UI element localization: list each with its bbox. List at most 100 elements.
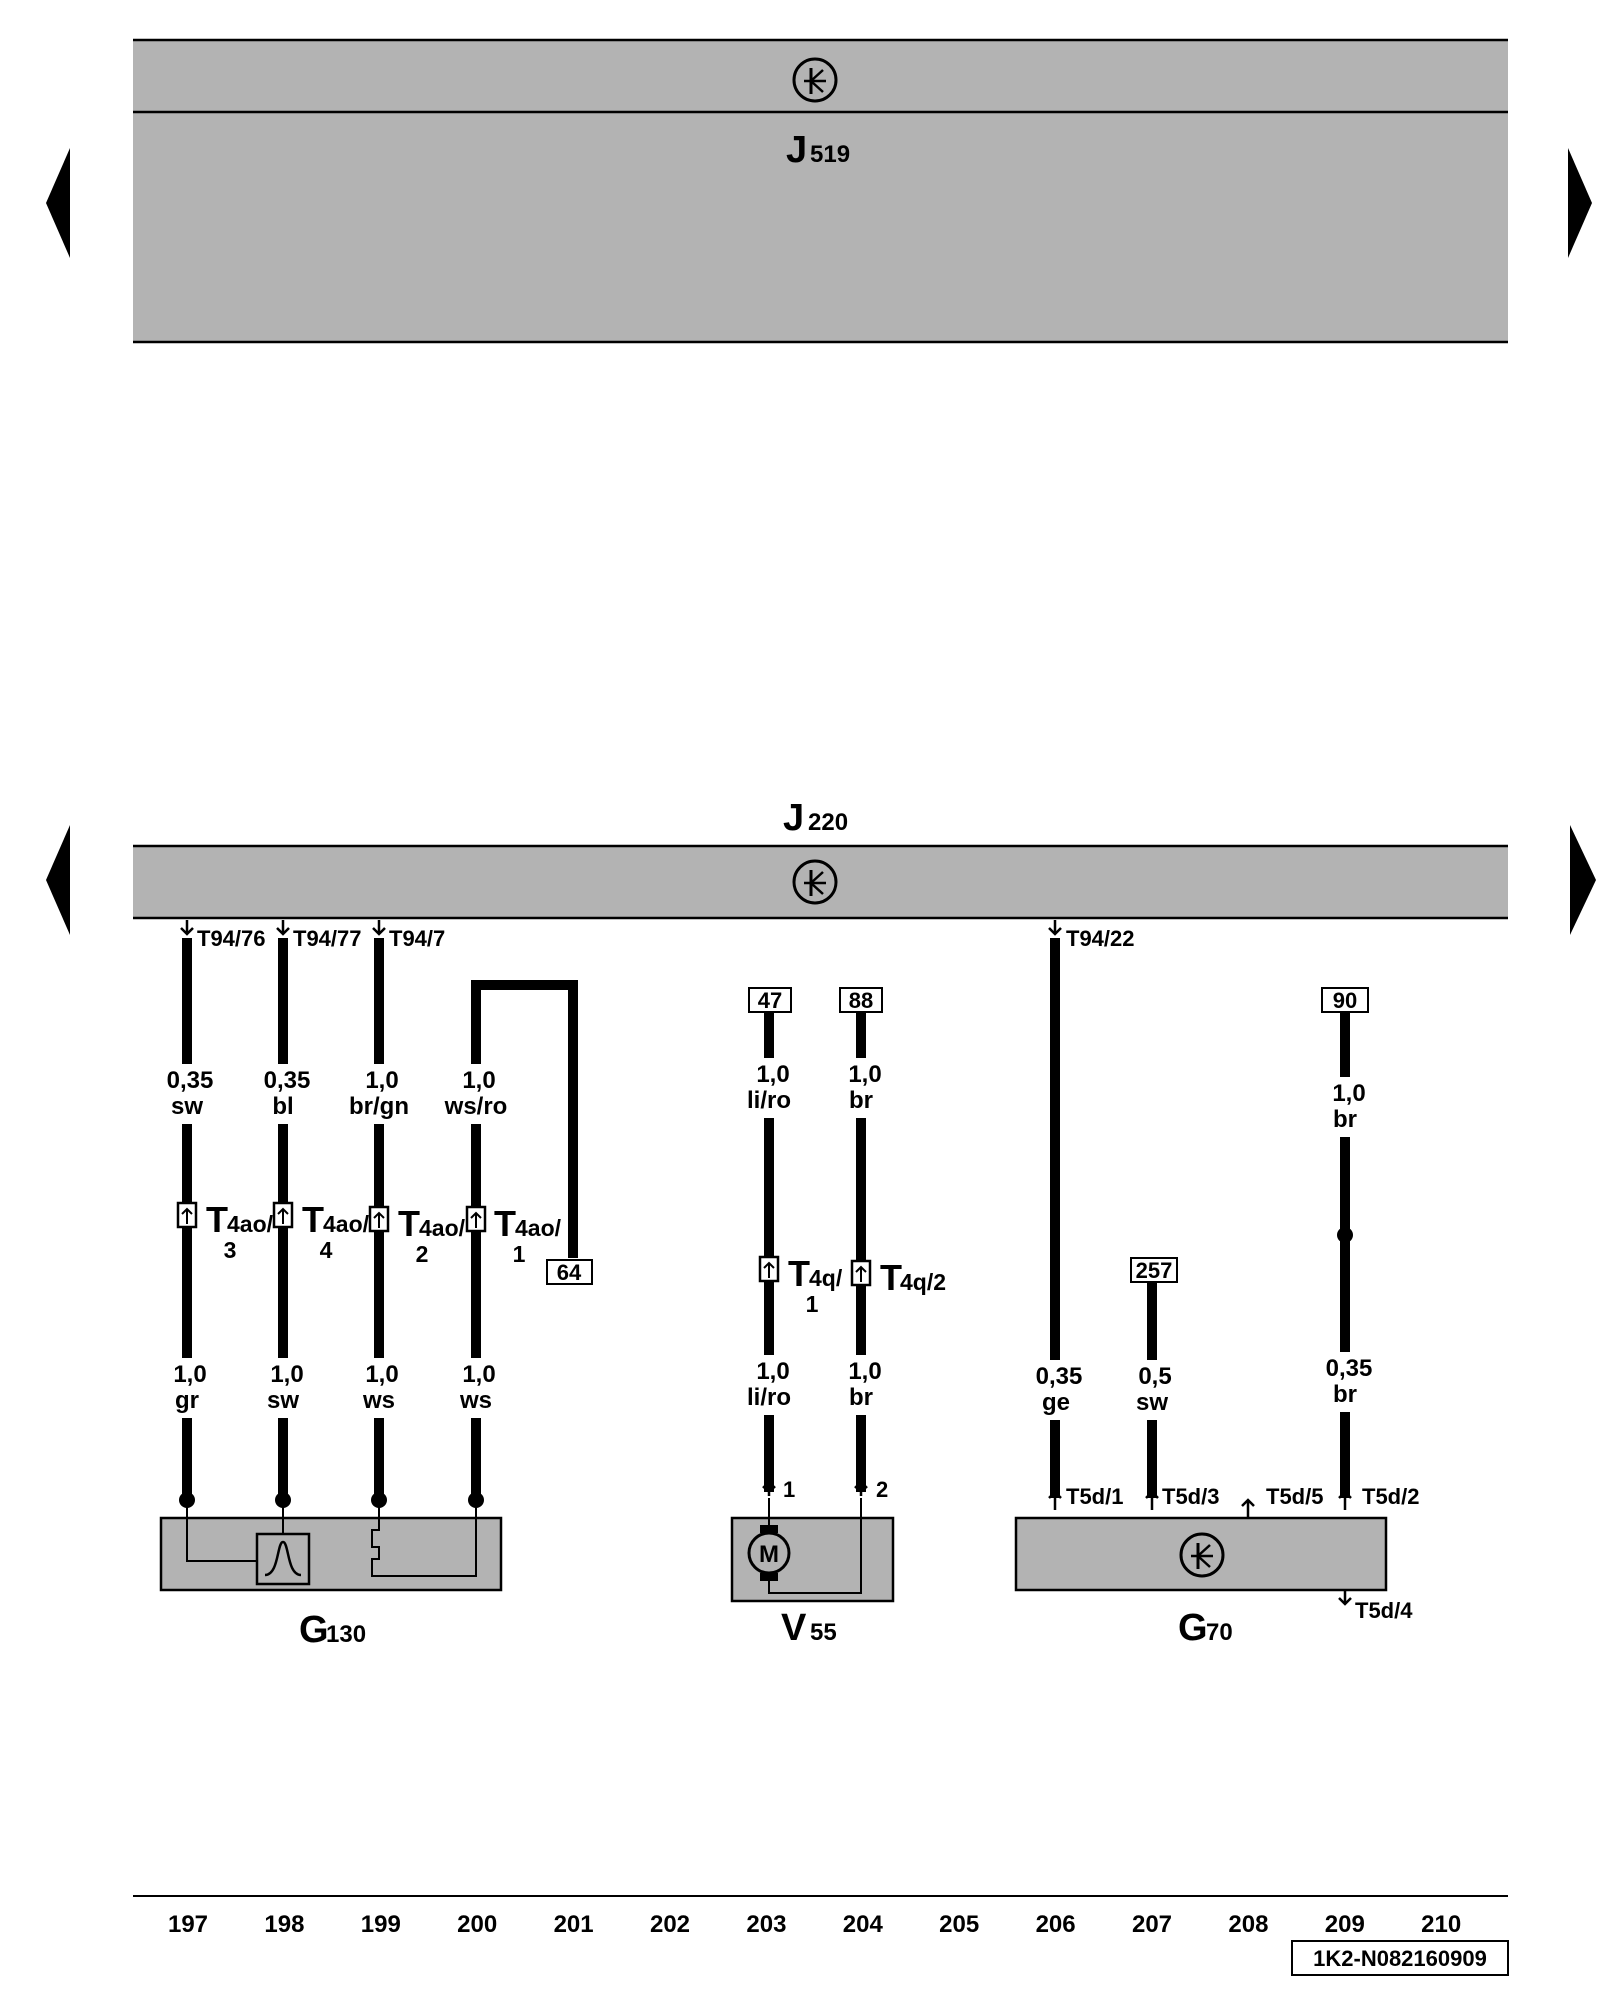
- column-number: 210: [1421, 1911, 1461, 1938]
- j519-letter: J: [786, 129, 807, 171]
- column-number: 203: [746, 1911, 786, 1938]
- wire-206-size: 0,35: [1036, 1363, 1083, 1390]
- wire-197-bottom-size: 1,0: [173, 1361, 206, 1388]
- prev-page-arrow-bottom[interactable]: [46, 825, 70, 935]
- svg-text:T94/76: T94/76: [197, 926, 266, 951]
- svg-text:T: T: [494, 1203, 516, 1244]
- wire-203-top-color: li/ro: [747, 1087, 791, 1114]
- wire-199-bottom-color: ws: [362, 1387, 395, 1414]
- svg-text:257: 257: [1136, 1258, 1173, 1283]
- wire-label-gaps: [150, 1058, 1382, 1420]
- wire-203-bottom-color: li/ro: [747, 1384, 791, 1411]
- g70-pin-t5d-3: T5d/3: [1162, 1484, 1219, 1509]
- wire-200-top-color: ws/ro: [444, 1093, 508, 1120]
- ref-box-64[interactable]: 64: [546, 1259, 593, 1285]
- svg-text:4q/: 4q/: [809, 1265, 843, 1291]
- column-number: 197: [168, 1911, 208, 1938]
- component-g70[interactable]: T5d/1 T5d/3 T5d/5 T5d/2 T5d/4 G 70: [1014, 1484, 1419, 1649]
- svg-text:4ao/: 4ao/: [419, 1215, 466, 1241]
- wire-199-top-color: br/gn: [349, 1093, 409, 1120]
- v55-pin-2: 2: [876, 1477, 888, 1502]
- motor-icon: M: [747, 1531, 791, 1575]
- column-number: 200: [457, 1911, 497, 1938]
- next-page-arrow-top[interactable]: [1568, 148, 1592, 258]
- j220-pin-t94-77: T94/77: [276, 920, 362, 951]
- g70-pin-t5d-1: T5d/1: [1066, 1484, 1123, 1509]
- svg-text:4ao/: 4ao/: [323, 1211, 370, 1237]
- svg-text:T94/7: T94/7: [389, 926, 445, 951]
- column-number: 198: [264, 1911, 304, 1938]
- column-number: 202: [650, 1911, 690, 1938]
- component-v55[interactable]: 1 2 M V 55: [730, 1477, 895, 1649]
- svg-text:70: 70: [1206, 1619, 1233, 1646]
- column-number: 206: [1036, 1911, 1076, 1938]
- wire-200-bottom-color: ws: [459, 1387, 492, 1414]
- wire-199-top-size: 1,0: [365, 1067, 398, 1094]
- svg-text:1: 1: [513, 1241, 526, 1267]
- ref-box-90[interactable]: 90: [1321, 987, 1369, 1013]
- svg-text:4q/2: 4q/2: [900, 1269, 946, 1295]
- electronic-symbol-icon: [792, 57, 838, 103]
- component-g130[interactable]: G 130: [159, 1492, 503, 1651]
- j220-number: 220: [808, 809, 848, 836]
- connector-t4ao-4: T 4ao/ 4: [272, 1199, 370, 1263]
- column-number: 208: [1228, 1911, 1268, 1938]
- electronic-symbol-icon: [792, 859, 838, 905]
- wire-203-bottom-size: 1,0: [756, 1358, 789, 1385]
- connector-t4q-1: T 4q/ 1: [758, 1253, 843, 1317]
- j519-number: 519: [810, 141, 850, 168]
- ref-box-88[interactable]: 88: [839, 987, 883, 1013]
- wire-200-bottom-size: 1,0: [462, 1361, 495, 1388]
- g70-pin-t5d-4: T5d/4: [1355, 1598, 1413, 1623]
- column-number: 205: [939, 1911, 979, 1938]
- j220-pin-t94-7: T94/7: [372, 920, 445, 951]
- wire-207-color: sw: [1136, 1389, 1168, 1416]
- svg-text:M: M: [759, 1541, 779, 1568]
- svg-text:T: T: [206, 1199, 228, 1240]
- wire-labels: 0,35 sw 0,35 bl 1,0 br/gn 1,0 ws/ro 1,0 …: [167, 1061, 1373, 1416]
- temperature-sensor-icon: [255, 1532, 311, 1586]
- wire-198-bottom-size: 1,0: [270, 1361, 303, 1388]
- wire-198-bottom-color: sw: [267, 1387, 299, 1414]
- j220-pin-t94-22: T94/22: [1048, 920, 1135, 951]
- control-unit-j519: J 519: [133, 38, 1508, 344]
- wire-207-size: 0,5: [1138, 1363, 1171, 1390]
- wire-197-top-size: 0,35: [167, 1067, 214, 1094]
- svg-text:T: T: [880, 1257, 902, 1298]
- column-number: 199: [361, 1911, 401, 1938]
- next-page-arrow-bottom[interactable]: [1570, 825, 1596, 935]
- svg-text:4: 4: [320, 1237, 333, 1263]
- g70-pin-t5d-5: T5d/5: [1266, 1484, 1323, 1509]
- document-id-box: 1K2-N082160909: [1291, 1940, 1509, 1976]
- prev-page-arrow-top[interactable]: [46, 148, 70, 258]
- connector-t4ao-2: T 4ao/ 2: [368, 1203, 466, 1267]
- j220-pin-t94-76: T94/76: [180, 920, 266, 951]
- wire-204-bottom-color: br: [849, 1384, 873, 1411]
- ref-box-47[interactable]: 47: [748, 987, 792, 1013]
- svg-text:55: 55: [810, 1619, 837, 1646]
- splice-point: [1337, 1227, 1353, 1243]
- electronic-symbol-icon: [1179, 1532, 1225, 1578]
- v55-pin-1: 1: [783, 1477, 795, 1502]
- svg-text:47: 47: [758, 988, 782, 1013]
- svg-text:64: 64: [557, 1260, 582, 1285]
- wire-198-top-color: bl: [272, 1093, 293, 1120]
- wire-204-bottom-size: 1,0: [848, 1358, 881, 1385]
- wire-204-top-color: br: [849, 1087, 873, 1114]
- svg-text:90: 90: [1333, 988, 1357, 1013]
- ref-box-257[interactable]: 257: [1130, 1257, 1178, 1283]
- svg-text:1K2-N082160909: 1K2-N082160909: [1313, 1946, 1487, 1971]
- control-unit-j220: J 220: [133, 797, 1508, 920]
- svg-text:T: T: [398, 1203, 420, 1244]
- wire-197-top-color: sw: [171, 1093, 203, 1120]
- wire-209-bottom-color: br: [1333, 1381, 1357, 1408]
- svg-text:4ao/: 4ao/: [515, 1215, 562, 1241]
- svg-text:4ao/: 4ao/: [227, 1211, 274, 1237]
- svg-text:G: G: [1178, 1607, 1208, 1649]
- column-number: 204: [843, 1911, 884, 1938]
- wire-209-top-size: 1,0: [1332, 1080, 1365, 1107]
- j220-letter: J: [783, 797, 804, 839]
- wire-206-color: ge: [1042, 1389, 1070, 1416]
